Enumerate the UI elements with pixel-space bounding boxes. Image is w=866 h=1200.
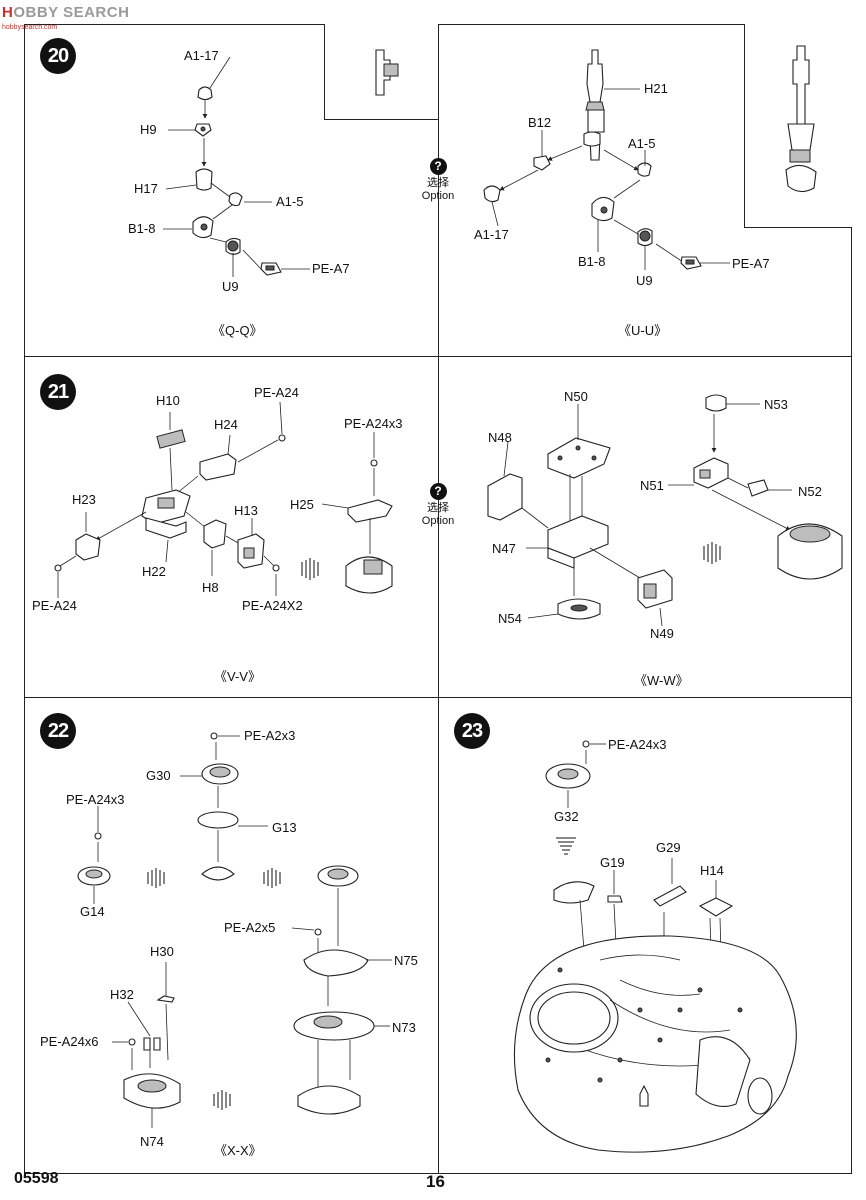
option-english: Option	[421, 515, 455, 527]
part-label: B1-8	[578, 254, 606, 269]
part-label: A1-5	[276, 194, 304, 209]
part-label: B1-8	[128, 221, 156, 236]
part-label: G30	[146, 768, 171, 783]
part-label: N53	[764, 397, 788, 412]
part-label: G32	[554, 809, 579, 824]
view-caption: 《X-X》	[214, 1143, 262, 1158]
part-label: PE-A7	[732, 256, 770, 271]
part-label: H14	[700, 863, 724, 878]
col-divider-2	[438, 356, 439, 697]
watermark-logo: HOBBY SEARCH	[2, 4, 130, 21]
part-label: PE-A24	[254, 385, 299, 400]
watermark-subtext: hobbysearch.com	[2, 24, 58, 31]
part-label: N51	[640, 478, 664, 493]
col-divider-1	[438, 24, 439, 356]
view-caption: 《U-U》	[618, 323, 668, 338]
part-label: PE-A2x5	[224, 920, 276, 935]
part-label: N75	[394, 953, 418, 968]
part-label: N74	[140, 1134, 164, 1149]
part-label: H24	[214, 417, 238, 432]
part-label: G14	[80, 904, 105, 919]
option-marker-step20: ? 选择 Option	[408, 158, 468, 203]
part-label: H10	[156, 393, 180, 408]
view-caption: 《Q-Q》	[212, 323, 263, 338]
part-label: N52	[798, 484, 822, 499]
part-label: H30	[150, 944, 174, 959]
option-chinese: 选择	[427, 177, 449, 189]
part-label: H22	[142, 564, 166, 579]
part-label: PE-A24x3	[608, 737, 667, 752]
page-number: 16	[426, 1172, 445, 1191]
option-marker-step21: ? 选择 Option	[408, 483, 468, 528]
part-label: N48	[488, 430, 512, 445]
question-icon: ?	[429, 483, 447, 500]
part-label: U9	[222, 279, 239, 294]
part-label: H17	[134, 181, 158, 196]
view-caption: 《V-V》	[214, 669, 261, 684]
part-label: H21	[644, 81, 668, 96]
col-divider-3	[438, 697, 439, 1174]
part-label: G13	[272, 820, 297, 835]
step-number-21: 21	[40, 374, 76, 410]
part-label: H32	[110, 987, 134, 1002]
part-label: B12	[528, 115, 552, 130]
step-number-23: 23	[454, 713, 490, 749]
part-label: PE-A2x3	[244, 728, 296, 743]
part-label: A1-17	[474, 227, 509, 242]
part-label: N50	[564, 389, 588, 404]
part-label: G29	[656, 840, 681, 855]
part-label: N54	[498, 611, 522, 626]
part-label: N47	[492, 541, 516, 556]
part-label: PE-A24X2	[242, 598, 303, 613]
part-label: H8	[202, 580, 219, 595]
part-label: H9	[140, 122, 157, 137]
part-label: PE-A24x3	[66, 792, 125, 807]
question-icon: ?	[429, 158, 447, 175]
part-label: N73	[392, 1020, 416, 1035]
inset-view-uu	[744, 24, 852, 228]
step-number-22: 22	[40, 713, 76, 749]
part-label: N49	[650, 626, 674, 641]
part-label: H23	[72, 492, 96, 507]
inset-view-qq	[324, 24, 438, 120]
option-chinese: 选择	[427, 502, 449, 514]
product-code: 05598	[14, 1170, 59, 1187]
part-label: PE-A7	[312, 261, 350, 276]
option-english: Option	[421, 190, 455, 202]
part-label: H13	[234, 503, 258, 518]
part-label: U9	[636, 273, 653, 288]
part-label: A1-5	[628, 136, 656, 151]
part-label: PE-A24x3	[344, 416, 403, 431]
part-label: H25	[290, 497, 314, 512]
part-label: PE-A24x6	[40, 1034, 99, 1049]
part-label: A1-17	[184, 48, 219, 63]
part-label: PE-A24	[32, 598, 77, 613]
part-label: G19	[600, 855, 625, 870]
step-number-20: 20	[40, 38, 76, 74]
view-caption: 《W-W》	[634, 673, 689, 688]
